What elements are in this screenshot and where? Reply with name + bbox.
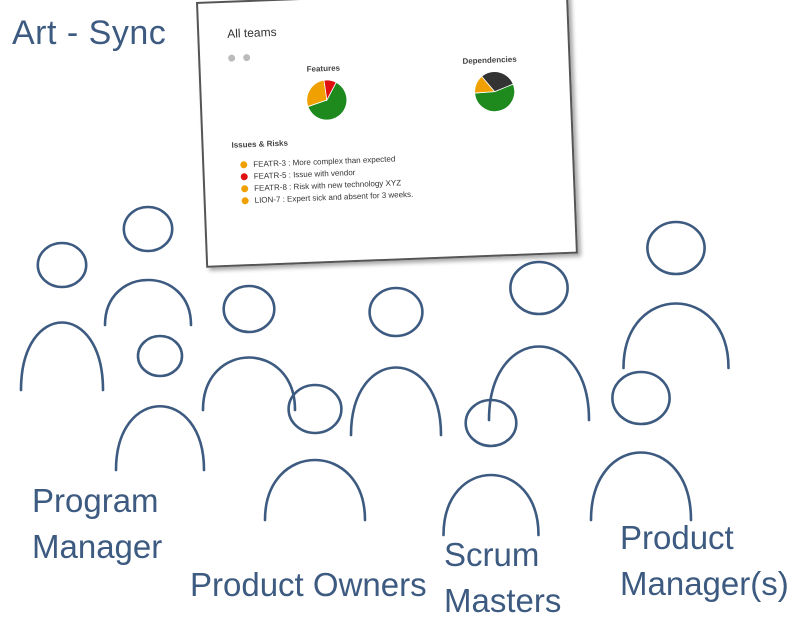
person-head-0 [36,241,88,289]
pie-slice-0 [307,81,348,121]
pie-slice-1 [306,79,328,108]
person-body-7 [442,473,540,537]
pie-slice-2 [481,71,514,93]
role-label-program-manager: Program Manager [32,482,163,565]
person-head-8 [646,220,706,276]
person-head-9 [611,370,671,426]
person-head-2 [136,334,184,378]
person-body-9 [589,451,693,522]
control-dot-icon [228,54,236,62]
control-dot-icon [243,53,251,62]
board-controls [228,46,254,66]
person-head-1 [122,205,174,253]
person-body-1 [103,278,193,327]
board-title: All teams [226,24,277,41]
dependencies-chart-title: Dependencies [462,54,517,66]
dependencies-pie-chart [474,71,516,112]
role-label-product-owners: Product Owners [190,566,427,603]
features-chart-title: Features [306,63,341,74]
person-body-6 [487,345,591,422]
person-body-5 [349,366,443,437]
person-head-6 [509,260,569,316]
person-head-5 [368,286,424,338]
person-body-3 [201,356,297,412]
person-body-8 [622,302,730,370]
person-body-2 [114,405,206,472]
person-head-4 [287,383,343,435]
page-title: Art - Sync [12,14,167,52]
person-head-3 [222,284,276,334]
person-head-7 [464,398,518,448]
issue-text: LION-7 : Expert sick and absent for 3 we… [254,189,414,205]
person-body-4 [263,458,367,522]
issue-text: FEATR-3 : More complex than expected [253,154,396,169]
features-pie-chart [306,79,348,121]
status-dot-icon [240,173,248,181]
status-dot-icon [241,185,249,193]
issue-text: FEATR-5 : Issue with vendor [253,168,356,181]
dashboard-screenshot: All teams Features Dependencies Issues &… [196,0,578,268]
pie-slice-2 [323,79,337,102]
issues-heading: Issues & Risks [231,138,289,150]
status-dot-icon [241,197,249,205]
role-label-product-managers: Product Manager(s) [620,519,789,602]
person-body-0 [19,321,105,392]
pie-slice-0 [474,83,516,112]
issue-item: FEATR-5 : Issue with vendor [240,168,356,181]
role-label-scrum-masters: Scrum Masters [444,536,562,619]
issue-item: FEATR-3 : More complex than expected [240,154,395,169]
status-dot-icon [240,161,248,169]
